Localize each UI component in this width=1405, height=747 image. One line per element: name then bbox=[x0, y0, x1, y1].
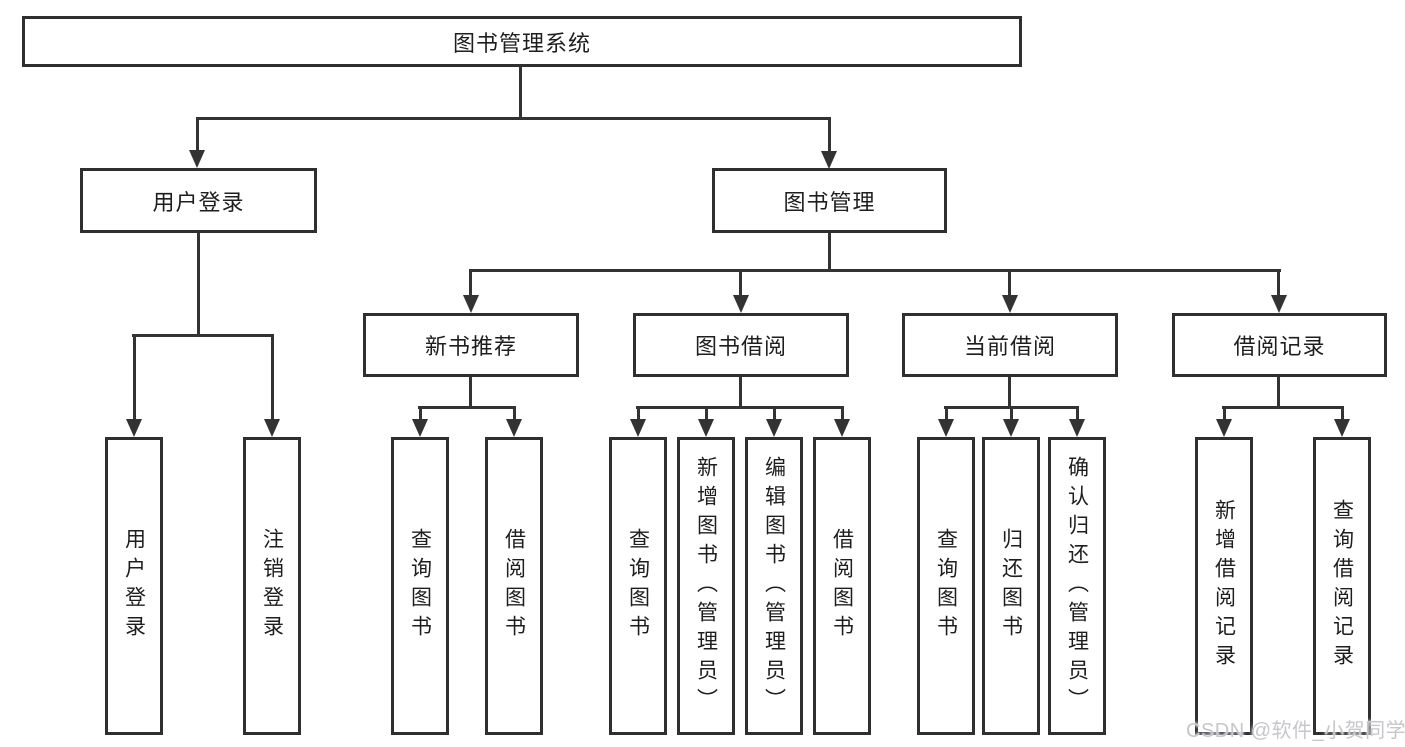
arrow-down-icon bbox=[264, 419, 280, 437]
connector-leaf-shaft bbox=[419, 406, 422, 421]
leaf-query-borrow-record: 查询借阅记录 bbox=[1313, 437, 1371, 735]
node-book-borrowing-label: 图书借阅 bbox=[694, 334, 787, 359]
leaf-confirm-return-admin-label: 确认归还（管理员） bbox=[1065, 455, 1089, 717]
node-borrowing-records: 借阅记录 bbox=[1172, 313, 1387, 377]
leaf-add-borrow-record-label: 新增借阅记录 bbox=[1212, 499, 1236, 673]
connector-user-stub bbox=[197, 233, 200, 337]
leaf-borrow-books-borrowing: 借阅图书 bbox=[813, 437, 871, 735]
leaf-return-books-label: 归还图书 bbox=[999, 528, 1023, 644]
connector-leaf-shaft bbox=[841, 406, 844, 421]
connector-leaf-shaft bbox=[637, 406, 640, 421]
arrow-down-icon bbox=[834, 419, 850, 437]
node-book-borrowing: 图书借阅 bbox=[633, 313, 849, 377]
arrow-down-icon bbox=[126, 419, 142, 437]
arrow-down-icon bbox=[938, 419, 954, 437]
connector-section-shaft bbox=[739, 269, 742, 296]
connector-section-shaft bbox=[469, 269, 472, 296]
leaf-logout: 注销登录 bbox=[243, 437, 301, 735]
leaf-edit-books-admin-label: 编辑图书（管理员） bbox=[762, 455, 786, 717]
connector-section0-junction bbox=[418, 406, 516, 409]
node-book-management-label: 图书管理 bbox=[783, 189, 876, 215]
connector-section1-junction bbox=[636, 406, 844, 409]
leaf-borrow-books-recommend: 借阅图书 bbox=[485, 437, 543, 735]
arrow-down-icon bbox=[1216, 419, 1232, 437]
leaf-query-books-borrowing: 查询图书 bbox=[609, 437, 667, 735]
node-book-management: 图书管理 bbox=[712, 168, 947, 233]
connector-leaf-shaft bbox=[945, 406, 948, 421]
connector-leaf-shaft bbox=[133, 334, 136, 419]
leaf-query-books-borrowing-label: 查询图书 bbox=[626, 528, 650, 644]
node-current-borrowing: 当前借阅 bbox=[902, 313, 1118, 377]
node-borrowing-records-label: 借阅记录 bbox=[1233, 334, 1326, 359]
leaf-borrow-books-recommend-label: 借阅图书 bbox=[502, 528, 526, 644]
connector-level2-junction bbox=[196, 117, 831, 120]
leaf-confirm-return-admin: 确认归还（管理员） bbox=[1048, 437, 1106, 735]
connector-book-shaft bbox=[828, 117, 831, 153]
arrow-down-icon bbox=[1003, 419, 1019, 437]
leaf-add-books-admin: 新增图书（管理员） bbox=[677, 437, 735, 735]
arrow-down-icon bbox=[1334, 419, 1350, 437]
leaf-add-books-admin-label: 新增图书（管理员） bbox=[694, 455, 718, 717]
connector-section0-stub bbox=[469, 377, 472, 409]
node-root: 图书管理系统 bbox=[22, 16, 1022, 67]
arrow-down-icon bbox=[463, 295, 479, 313]
connector-section3-junction bbox=[1222, 406, 1344, 409]
connector-book-mgmt-stub bbox=[828, 233, 831, 272]
connector-leaf-shaft bbox=[1341, 406, 1344, 421]
arrow-down-icon bbox=[821, 151, 837, 169]
connector-leaf-shaft bbox=[1223, 406, 1226, 421]
connector-section3-stub bbox=[1277, 377, 1280, 409]
leaf-user-login: 用户登录 bbox=[105, 437, 163, 735]
node-user-login-label: 用户登录 bbox=[152, 189, 245, 215]
node-new-book-recommend: 新书推荐 bbox=[363, 313, 579, 377]
leaf-add-borrow-record: 新增借阅记录 bbox=[1195, 437, 1253, 735]
connector-leaf-shaft bbox=[1076, 406, 1079, 421]
connector-user-shaft bbox=[196, 117, 199, 152]
connector-root-stub bbox=[519, 67, 522, 120]
arrow-down-icon bbox=[630, 419, 646, 437]
connector-section2-stub bbox=[1008, 377, 1011, 409]
csdn-watermark: CSDN @软件_小贺同学 bbox=[1186, 720, 1405, 742]
arrow-down-icon bbox=[412, 419, 428, 437]
connector-leaf-shaft bbox=[1010, 406, 1013, 421]
node-user-login: 用户登录 bbox=[80, 168, 317, 233]
arrow-down-icon bbox=[698, 419, 714, 437]
arrow-down-icon bbox=[189, 150, 205, 168]
leaf-edit-books-admin: 编辑图书（管理员） bbox=[745, 437, 803, 735]
arrow-down-icon bbox=[733, 295, 749, 313]
leaf-query-books-recommend: 查询图书 bbox=[391, 437, 449, 735]
connector-leaf-shaft bbox=[513, 406, 516, 421]
leaf-logout-label: 注销登录 bbox=[260, 528, 284, 644]
arrow-down-icon bbox=[766, 419, 782, 437]
leaf-borrow-books-borrowing-label: 借阅图书 bbox=[830, 528, 854, 644]
arrow-down-icon bbox=[506, 419, 522, 437]
node-root-label: 图书管理系统 bbox=[452, 30, 591, 56]
arrow-down-icon bbox=[1069, 419, 1085, 437]
connector-section-shaft bbox=[1277, 269, 1280, 296]
connector-user-junction bbox=[132, 334, 274, 337]
arrow-down-icon bbox=[1002, 295, 1018, 313]
leaf-query-borrow-record-label: 查询借阅记录 bbox=[1330, 499, 1354, 673]
arrow-down-icon bbox=[1271, 295, 1287, 313]
leaf-return-books: 归还图书 bbox=[982, 437, 1040, 735]
connector-leaf-shaft bbox=[705, 406, 708, 421]
node-current-borrowing-label: 当前借阅 bbox=[963, 334, 1056, 359]
connector-level3-junction bbox=[469, 269, 1281, 272]
connector-section1-stub bbox=[739, 377, 742, 409]
node-new-book-recommend-label: 新书推荐 bbox=[424, 334, 517, 359]
connector-leaf-shaft bbox=[271, 334, 274, 419]
leaf-query-books-current: 查询图书 bbox=[917, 437, 975, 735]
connector-section-shaft bbox=[1008, 269, 1011, 296]
leaf-query-books-recommend-label: 查询图书 bbox=[408, 528, 432, 644]
leaf-user-login-label: 用户登录 bbox=[122, 528, 146, 644]
leaf-query-books-current-label: 查询图书 bbox=[934, 528, 958, 644]
connector-leaf-shaft bbox=[773, 406, 776, 421]
